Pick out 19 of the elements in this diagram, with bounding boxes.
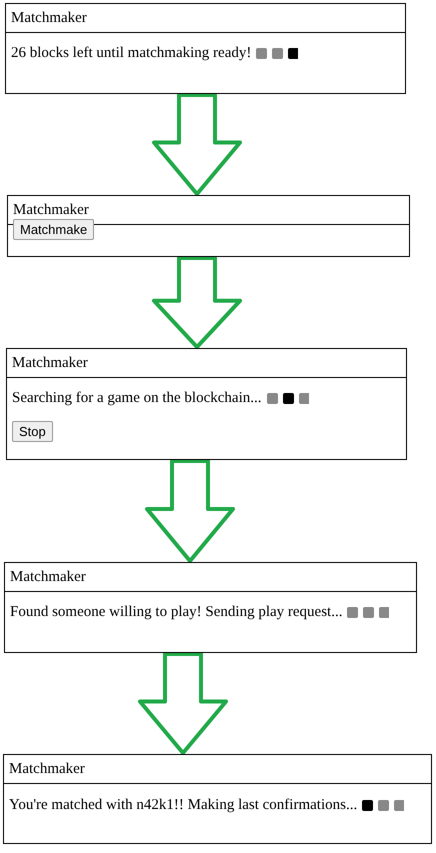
status-text: Found someone willing to play! Sending play request... [10, 604, 342, 620]
window-panel [6, 348, 407, 460]
window-panel [3, 754, 432, 844]
panel-title: Matchmaker [6, 4, 405, 33]
action-button: Matchmake [13, 218, 94, 240]
panel-title: Matchmaker [4, 755, 431, 784]
status-text: You're matched with n42k1!! Making last confirmations... [9, 796, 358, 814]
window-panel [7, 195, 410, 257]
window-panel [5, 3, 406, 94]
window-panel [4, 562, 417, 653]
action-button: Stop [12, 420, 53, 442]
status-text: Searching for a game on the blockchain... [12, 390, 262, 406]
status-text: 26 blocks left until matchmaking ready! [11, 44, 252, 62]
arrow [145, 459, 235, 563]
arrow [152, 256, 242, 349]
panel-title: Matchmaker [7, 349, 406, 378]
arrow [138, 652, 228, 755]
panel-title: Matchmaker [5, 563, 416, 592]
arrow [152, 93, 242, 196]
